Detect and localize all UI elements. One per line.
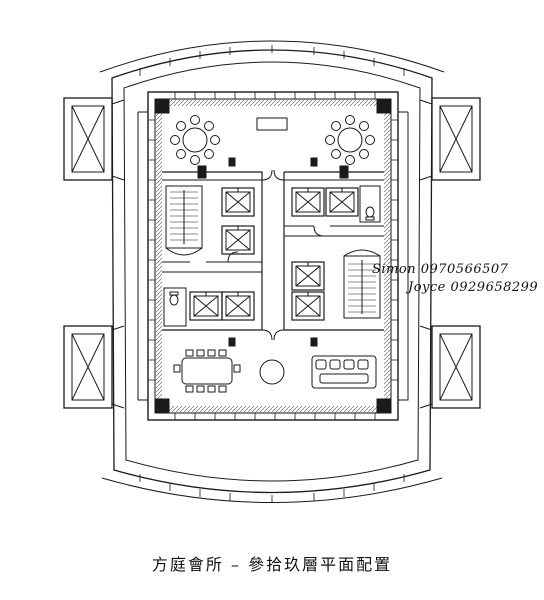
stair-icon [165,185,203,256]
plan-caption: 方庭會所 – 參拾玖層平面配置 [151,555,393,574]
elevator-icon [325,187,359,217]
elevator-icon [189,291,223,321]
round-table-icon [325,115,375,165]
meeting-table [173,349,241,393]
round-feature [259,359,285,385]
corridor-doors [261,169,285,341]
service-counter [256,117,288,131]
elevator-icon [291,261,325,291]
contact-joyce: Joyce 0929658299 [408,280,539,295]
inner-envelope [137,91,409,421]
elevator-icon [221,225,255,255]
core-left [162,165,263,331]
sofa-icon [311,355,377,389]
elevator-icon [291,291,325,321]
stair-icon [343,249,381,319]
column-icon [228,157,318,167]
column-icon [228,337,318,347]
contact-simon: Simon 0970566507 [372,262,509,277]
toilet-icon [169,291,179,306]
round-table-icon [170,115,220,165]
elevator-icon [221,187,255,217]
toilet-icon [365,206,375,221]
outer-facade [99,40,445,503]
elevator-icon [221,291,255,321]
corner-wings [63,97,481,409]
core-right [283,165,384,331]
elevator-icon [291,187,325,217]
